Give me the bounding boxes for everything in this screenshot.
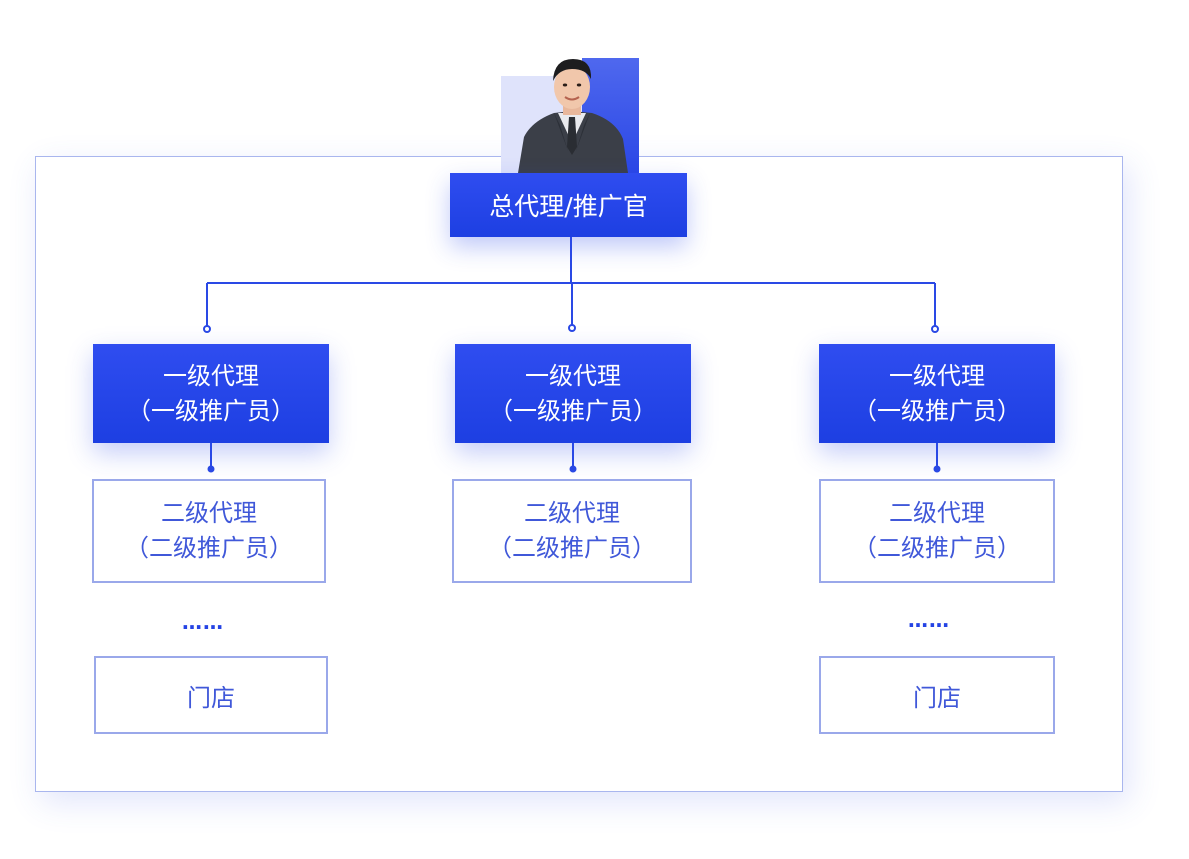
level1-node: 一级代理 （一级推广员）: [455, 344, 691, 443]
level2-title: 二级代理: [524, 499, 620, 527]
level2-subtitle: （二级推广员）: [125, 534, 293, 562]
level1-subtitle: （一级推广员）: [853, 396, 1021, 425]
level2-subtitle: （二级推广员）: [488, 534, 656, 562]
level1-title: 一级代理: [163, 361, 259, 390]
store-node: 门店: [819, 656, 1055, 734]
level1-title: 一级代理: [889, 361, 985, 390]
level2-node: 二级代理 （二级推广员）: [819, 479, 1055, 583]
level2-title: 二级代理: [161, 499, 257, 527]
level2-node: 二级代理 （二级推广员）: [92, 479, 326, 583]
level1-subtitle: （一级推广员）: [127, 396, 295, 425]
level2-node: 二级代理 （二级推广员）: [452, 479, 692, 583]
level1-title: 一级代理: [525, 361, 621, 390]
level1-node: 一级代理 （一级推广员）: [819, 344, 1055, 443]
store-label: 门店: [187, 683, 235, 712]
root-node: 总代理/推广官: [450, 173, 687, 237]
level1-subtitle: （一级推广员）: [489, 396, 657, 425]
person-avatar: [518, 59, 628, 173]
level1-node: 一级代理 （一级推广员）: [93, 344, 329, 443]
store-node: 门店: [94, 656, 328, 734]
level2-subtitle: （二级推广员）: [853, 534, 1021, 562]
ellipsis: ……: [182, 610, 224, 634]
store-label: 门店: [913, 683, 961, 712]
root-node-label: 总代理/推广官: [489, 192, 648, 221]
level2-title: 二级代理: [889, 499, 985, 527]
ellipsis: ……: [908, 608, 950, 632]
